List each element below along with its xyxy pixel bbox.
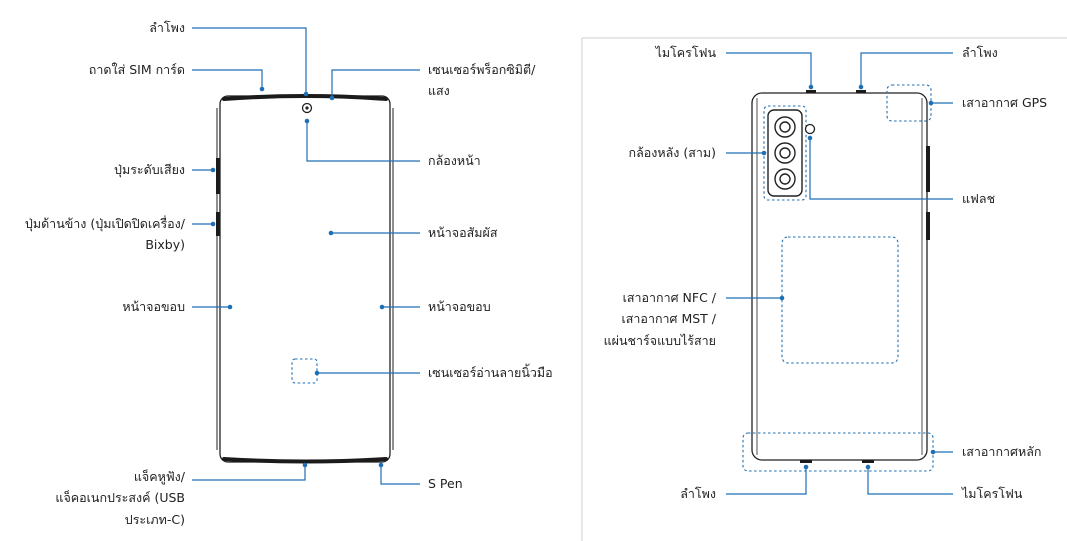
- touchscreen-label: หน้าจอสัมผัส: [428, 225, 498, 240]
- rear-camera-label: กล้องหลัง (สาม): [628, 145, 716, 160]
- proximity-sensor-label-line2: แสง: [428, 83, 450, 99]
- nfc-antenna-label: เสาอากาศ NFC / เสาอากาศ MST / แผ่นชาร์จแ…: [604, 287, 716, 351]
- volume-key-graphic: [216, 158, 220, 194]
- s-pen-label: S Pen: [428, 476, 463, 491]
- fingerprint-sensor-area: [291, 358, 318, 384]
- earphone-jack-label: แจ็คหูฟัง/ แจ็คอเนกประสงค์ (USB ประเภท-C…: [55, 466, 185, 530]
- speaker-top-label: ลำโพง: [962, 45, 998, 60]
- side-key-graphic: [216, 212, 220, 236]
- back-leader-lines: [726, 52, 953, 495]
- back-panel-frame: [581, 37, 1067, 541]
- gps-antenna-area: [886, 84, 932, 122]
- proximity-sensor-label-line1: เซนเซอร์พร็อกซิมิตี/: [428, 62, 536, 77]
- flash-label: แฟลช: [962, 191, 996, 206]
- speaker-label: ลำโพง: [149, 20, 185, 35]
- edge-screen-right-label: หน้าจอขอบ: [428, 299, 491, 314]
- nfc-antenna-label-line1: เสาอากาศ NFC /: [622, 290, 716, 305]
- microphone-top-label: ไมโครโฟน: [655, 45, 716, 60]
- volume-key-label: ปุ่มระดับเสียง: [114, 162, 185, 177]
- proximity-sensor-label: เซนเซอร์พร็อกซิมิตี/ แสง: [428, 59, 535, 102]
- flash-graphic: [804, 123, 816, 135]
- earphone-jack-label-line2: แจ็คอเนกประสงค์ (USB: [55, 490, 185, 506]
- front-leader-lines: [192, 27, 420, 485]
- rear-camera-module: [767, 109, 803, 197]
- earphone-jack-label-line1: แจ็คหูฟัง/: [133, 469, 185, 484]
- nfc-antenna-label-line2: เสาอากาศ MST /: [621, 311, 716, 327]
- main-antenna-label: เสาอากาศหลัก: [962, 444, 1042, 459]
- side-key-label-line1: ปุ่มด้านข้าง (ปุ่มเปิดปิดเครื่อง/: [24, 216, 185, 231]
- sim-tray-label: ถาดใส่ SIM การ์ด: [88, 62, 185, 77]
- earphone-jack-label-line3: ประเภท-C): [124, 511, 185, 527]
- fingerprint-sensor-label: เซนเซอร์อ่านลายนิ้วมือ: [428, 365, 553, 380]
- front-camera-graphic: [301, 102, 313, 114]
- side-key-label-line2: Bixby): [145, 237, 185, 253]
- side-key-label: ปุ่มด้านข้าง (ปุ่มเปิดปิดเครื่อง/ Bixby): [25, 213, 185, 256]
- edge-screen-left-label: หน้าจอขอบ: [122, 299, 185, 314]
- front-phone-body: [216, 94, 394, 464]
- microphone-bottom-label: ไมโครโฟน: [962, 486, 1023, 501]
- front-camera-label: กล้องหน้า: [428, 153, 481, 168]
- gps-antenna-label: เสาอากาศ GPS: [962, 95, 1048, 110]
- speaker-bottom-label: ลำโพง: [680, 486, 716, 501]
- nfc-antenna-label-line3: แผ่นชาร์จแบบไร้สาย: [603, 332, 716, 348]
